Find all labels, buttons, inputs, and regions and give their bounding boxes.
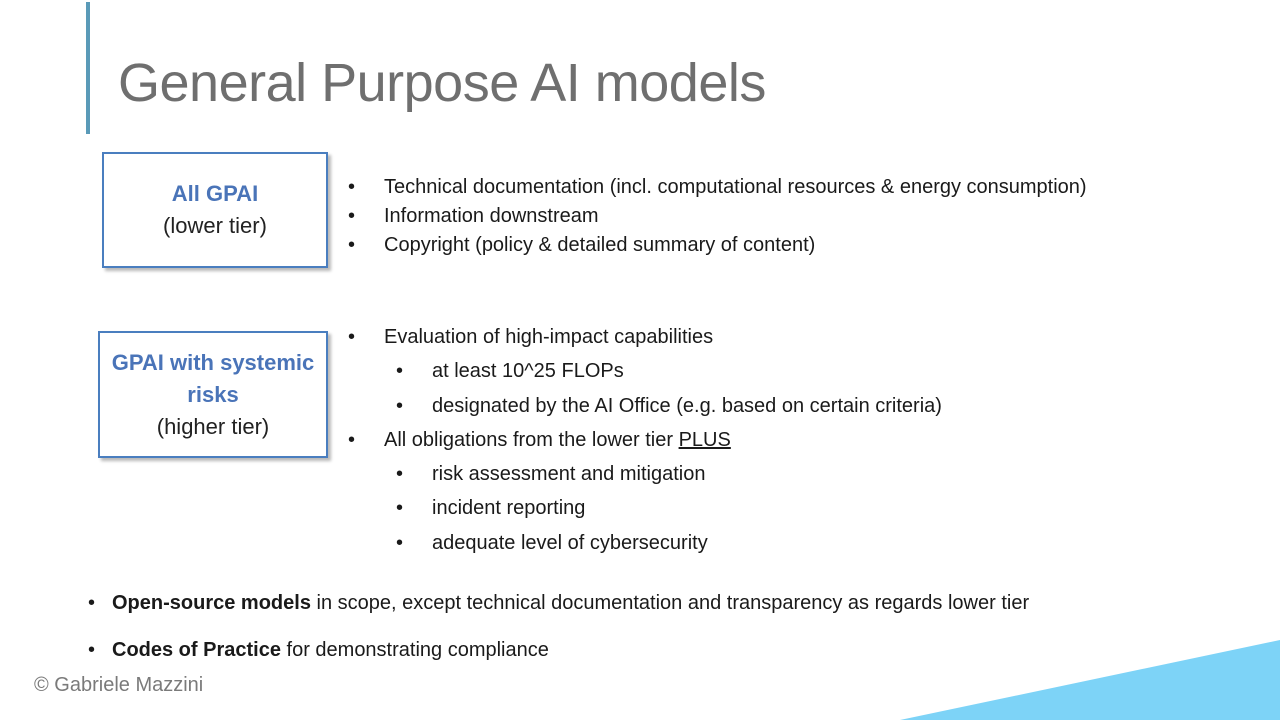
note-emphasis: Codes of Practice	[112, 639, 281, 661]
list-item-text: designated by the AI Office (e.g. based …	[432, 394, 942, 417]
title-accent-bar	[86, 2, 90, 134]
note-text: for demonstrating compliance	[280, 639, 549, 661]
bullet-icon: •	[348, 428, 356, 451]
slide-title: General Purpose AI models	[118, 53, 766, 113]
list-item-text: incident reporting	[432, 497, 586, 520]
higher-tier-box: GPAI with systemic risks (higher tier)	[98, 331, 328, 458]
sub-list-item: • risk assessment and mitigation	[348, 457, 942, 491]
list-item: • Evaluation of high-impact capabilities	[348, 320, 942, 354]
lower-tier-box: All GPAI (lower tier)	[102, 152, 328, 268]
list-item-text: All obligations from the lower tier	[384, 428, 679, 451]
sub-list-item: • at least 10^25 FLOPs	[348, 354, 942, 388]
lower-tier-level: (lower tier)	[163, 213, 267, 238]
bullet-icon: •	[88, 639, 96, 661]
list-item-text: Technical documentation (incl. computati…	[384, 176, 1087, 198]
lower-tier-name: All GPAI	[171, 181, 259, 206]
copyright-notice: © Gabriele Mazzini	[34, 674, 204, 696]
higher-tier-name-line2: risks	[187, 381, 239, 407]
plus-emphasis: PLUS	[678, 428, 731, 451]
bullet-icon: •	[396, 497, 404, 520]
bullet-icon: •	[396, 463, 404, 486]
bullet-icon: •	[348, 205, 356, 227]
bullet-icon: •	[348, 326, 356, 348]
list-item: • Information downstream	[348, 202, 1087, 231]
list-item-text: Copyright (policy & detailed summary of …	[384, 234, 816, 256]
list-item-text: Evaluation of high-impact capabilities	[384, 326, 714, 348]
list-item: • Copyright (policy & detailed summary o…	[348, 231, 1087, 260]
note-emphasis: Open-source models	[112, 592, 311, 614]
sub-list-item: • incident reporting	[348, 491, 942, 525]
list-item-text: risk assessment and mitigation	[432, 463, 706, 486]
note-text: in scope, except technical documentation…	[310, 592, 1030, 614]
list-item-text: at least 10^25 FLOPs	[432, 360, 624, 383]
list-item: • Codes of Practice for demonstrating co…	[88, 635, 1029, 682]
bullet-icon: •	[88, 592, 96, 614]
bullet-icon: •	[348, 234, 356, 256]
list-item: • Technical documentation (incl. computa…	[348, 173, 1087, 202]
bottom-notes-list: • Open-source models in scope, except te…	[88, 588, 1029, 682]
higher-tier-name-line1: GPAI with systemic	[111, 349, 315, 375]
lower-tier-obligations-list: • Technical documentation (incl. computa…	[348, 173, 1087, 260]
list-item: • All obligations from the lower tier PL…	[348, 423, 942, 457]
bullet-icon: •	[348, 176, 356, 198]
bullet-icon: •	[396, 360, 404, 383]
list-item-text: adequate level of cybersecurity	[432, 531, 708, 554]
sub-list-item: • designated by the AI Office (e.g. base…	[348, 389, 942, 423]
higher-tier-obligations-list: • Evaluation of high-impact capabilities…	[348, 320, 942, 560]
list-item-text: Information downstream	[384, 205, 599, 227]
higher-tier-level: (higher tier)	[156, 413, 270, 439]
list-item: • Open-source models in scope, except te…	[88, 588, 1029, 635]
bullet-icon: •	[396, 531, 404, 554]
bullet-icon: •	[396, 394, 404, 417]
sub-list-item: • adequate level of cybersecurity	[348, 526, 942, 560]
